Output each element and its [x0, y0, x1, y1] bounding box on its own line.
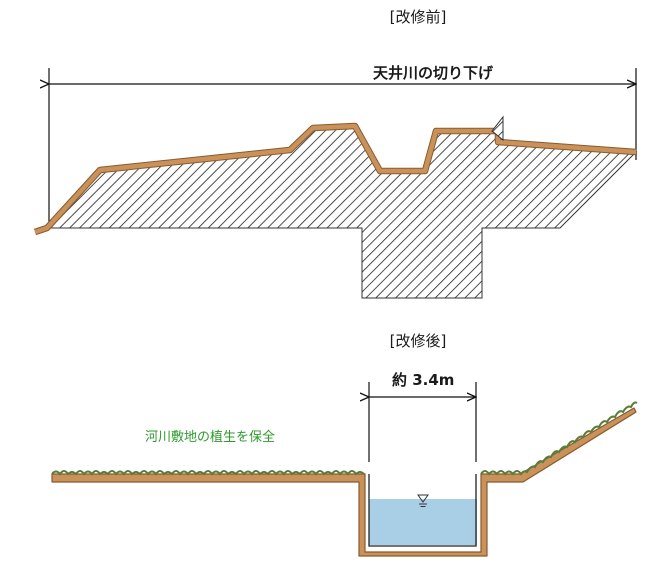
- water-level-icon: [417, 494, 429, 507]
- vegetation-label: 河川敷地の植生を保全: [145, 430, 276, 445]
- bank-spike: [491, 115, 504, 142]
- span-label: 天井川の切り下げ: [372, 64, 493, 82]
- removed-embankment-hatch: [45, 125, 638, 299]
- vegetation-right: [480, 401, 638, 476]
- channel-water: [369, 499, 477, 545]
- channel-width-label: 約 3.4m: [392, 371, 455, 389]
- channel-outline: [368, 474, 477, 547]
- after-heading: [改修後]: [389, 332, 447, 350]
- vegetation-left: [51, 470, 365, 476]
- after-section: [51, 382, 638, 557]
- improved-ground-profile: [51, 407, 637, 557]
- before-heading: [改修前]: [389, 8, 447, 26]
- before-section: [33, 68, 638, 299]
